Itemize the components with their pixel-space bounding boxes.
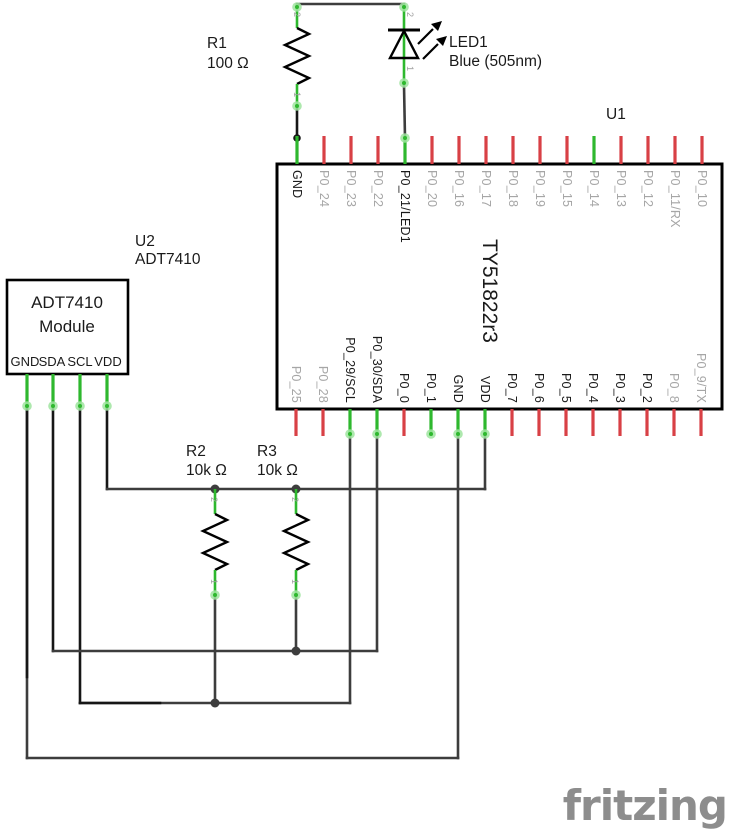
u1-top-pin-label-5: P0_20	[425, 170, 439, 207]
module-u2[interactable]	[5, 278, 130, 411]
r3-value-label: 10k Ω	[257, 462, 298, 479]
u1-bottom-pin-label-5: P0_1	[424, 373, 438, 403]
led-arrow-1	[417, 28, 434, 45]
u1-top-pin-label-6: P0_16	[452, 170, 466, 207]
module-title-line2: Module	[39, 317, 95, 336]
junction-r3-bottom	[291, 646, 301, 656]
led1-pin2-number: 2	[405, 12, 415, 17]
chip-body[interactable]	[275, 162, 724, 411]
r1-pin2-number: 2	[292, 12, 302, 17]
r1-value-label: 100 Ω	[207, 55, 249, 72]
module-pin-label-scl: SCL	[67, 354, 92, 369]
u1-top-pin-label-11: P0_14	[587, 170, 601, 207]
u1-top-pin-label-1: P0_24	[317, 170, 331, 207]
module-body[interactable]	[5, 278, 130, 376]
module-title-line1: ADT7410	[31, 293, 103, 312]
u1-bottom-pin-label-1: P0_28	[316, 366, 330, 403]
r2-ref-label: R2	[186, 443, 206, 460]
u1-bottom-pin-labels: P0_25 P0_28 P0_29/SCL P0_30/SDA P0_0 P0_…	[289, 336, 708, 404]
led1-pin1-number: 1	[405, 66, 415, 71]
u1-bottom-pin-label-13: P0_2	[640, 373, 654, 403]
u1-top-pin-labels: GND P0_24 P0_23 P0_22 P0_21/LED1 P0_20 P…	[290, 170, 709, 243]
u1-bottom-pin-label-10: P0_5	[559, 373, 573, 403]
led1-value-label: Blue (505nm)	[449, 53, 542, 70]
u2-part-label: ADT7410	[135, 251, 201, 268]
module-pin-label-gnd: GND	[11, 354, 40, 369]
fritzing-watermark: fritzing	[563, 781, 727, 830]
module-pin-label-vdd: VDD	[94, 354, 121, 369]
r1-ref-label: R1	[207, 35, 227, 52]
u1-top-pin-label-10: P0_15	[560, 170, 574, 207]
r3-pin1-number: 1	[290, 579, 300, 584]
u1-bottom-pin-label-6: GND	[451, 375, 465, 403]
resistor-r3[interactable]	[281, 489, 311, 600]
u1-bottom-pin-label-2: P0_29/SCL	[343, 337, 357, 403]
r2-pin1-number: 1	[209, 579, 219, 584]
led1-ref-label: LED1	[449, 34, 488, 51]
wire-led1-to-p021[interactable]	[402, 83, 407, 140]
resistor-r1[interactable]	[282, 2, 312, 111]
r2-pin2-number: 2	[209, 497, 219, 502]
u1-top-pin-label-4: P0_21/LED1	[398, 170, 412, 243]
resistor-r2[interactable]	[200, 489, 230, 600]
u1-bottom-pin-label-15: P0_9/TX	[694, 353, 708, 404]
u1-ref-label: U1	[606, 106, 626, 123]
u1-top-pin-label-12: P0_13	[614, 170, 628, 207]
led-arrow-2	[422, 43, 439, 60]
u1-top-pin-label-7: P0_17	[479, 170, 493, 207]
u1-top-pin-label-3: P0_22	[371, 170, 385, 207]
u1-bottom-pin-label-11: P0_4	[586, 373, 600, 403]
u1-chip-label: TY51822r3	[478, 239, 501, 343]
u1-bottom-pin-label-9: P0_6	[532, 373, 546, 403]
u1-top-pin-label-14: P0_11/RX	[668, 170, 682, 228]
u1-bottom-pin-label-7: VDD	[478, 376, 492, 403]
led-arrow-1-head	[431, 21, 442, 31]
u1-bottom-pin-label-3: P0_30/SDA	[370, 336, 384, 404]
r3-pin2-number: 2	[290, 497, 300, 502]
u1-bottom-pin-label-4: P0_0	[397, 373, 411, 403]
module-pin-label-sda: SDA	[39, 354, 66, 369]
u1-top-pin-label-13: P0_12	[641, 170, 655, 207]
u1-top-pin-label-9: P0_19	[533, 170, 547, 207]
r2-value-label: 10k Ω	[186, 462, 227, 479]
u1-top-pin-label-2: P0_23	[344, 170, 358, 207]
u1-top-pin-label-0: GND	[290, 170, 304, 198]
u1-bottom-pin-label-0: P0_25	[289, 366, 303, 403]
junction-dots	[210, 134, 301, 708]
r3-ref-label: R3	[257, 443, 277, 460]
chip-u1[interactable]	[275, 133, 724, 439]
u1-top-pin-label-8: P0_18	[506, 170, 520, 207]
u1-bottom-pin-label-14: P0_8	[667, 373, 681, 403]
led-arrow-2-head	[436, 36, 447, 46]
led-triangle	[388, 28, 420, 60]
u1-bottom-pin-label-12: P0_3	[613, 373, 627, 403]
u1-bottom-pin-label-8: P0_7	[505, 373, 519, 403]
u2-ref-label: U2	[135, 233, 155, 250]
led-led1[interactable]	[388, 2, 447, 88]
r1-pin1-number: 1	[292, 92, 302, 97]
u1-top-pin-label-15: P0_10	[695, 170, 709, 207]
junction-r2-bottom	[210, 698, 220, 708]
